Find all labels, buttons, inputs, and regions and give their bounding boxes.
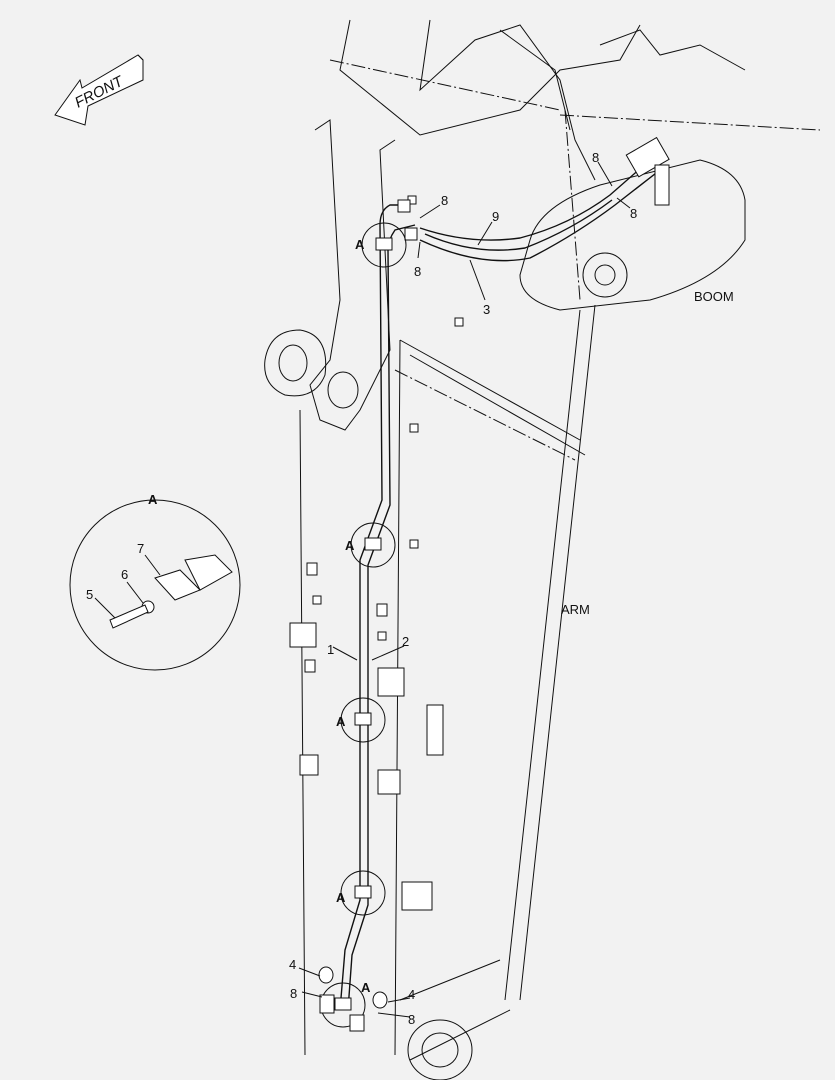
callout-2: 2: [402, 634, 409, 649]
callout-8: 8: [414, 264, 421, 279]
callout-8: 8: [441, 193, 448, 208]
callout-8: 8: [290, 986, 297, 1001]
callout-5: 5: [86, 587, 93, 602]
clamp-circles: [320, 222, 407, 1028]
clamp-label-a: A: [361, 980, 371, 995]
detail-label: A: [148, 492, 158, 507]
leader-lines: [298, 161, 631, 1018]
bottom-fittings: [318, 966, 388, 1032]
callout-6: 6: [121, 567, 128, 582]
arm-outline: [264, 109, 596, 1080]
callout-4: 4: [289, 957, 296, 972]
hoses: [419, 136, 670, 262]
callout-8: 8: [408, 1012, 415, 1027]
detail-a: A 7 6 5: [69, 492, 241, 671]
clamp-label-a: A: [355, 237, 365, 252]
callout-1: 1: [327, 642, 334, 657]
boom-outline: [329, 19, 821, 311]
callout-8: 8: [592, 150, 599, 165]
clamp-label-a: A: [345, 538, 355, 553]
front-arrow-icon: FRONT: [54, 54, 144, 126]
clamp-label-a: A: [336, 890, 346, 905]
callout-3: 3: [483, 302, 490, 317]
arm-label: ARM: [561, 602, 590, 617]
callout-9: 9: [492, 209, 499, 224]
callout-8: 8: [630, 206, 637, 221]
arm-fasteners: [289, 195, 464, 911]
callout-7: 7: [137, 541, 144, 556]
callout-4: 4: [408, 987, 415, 1002]
boom-label: BOOM: [694, 289, 734, 304]
clamp-label-a: A: [336, 714, 346, 729]
